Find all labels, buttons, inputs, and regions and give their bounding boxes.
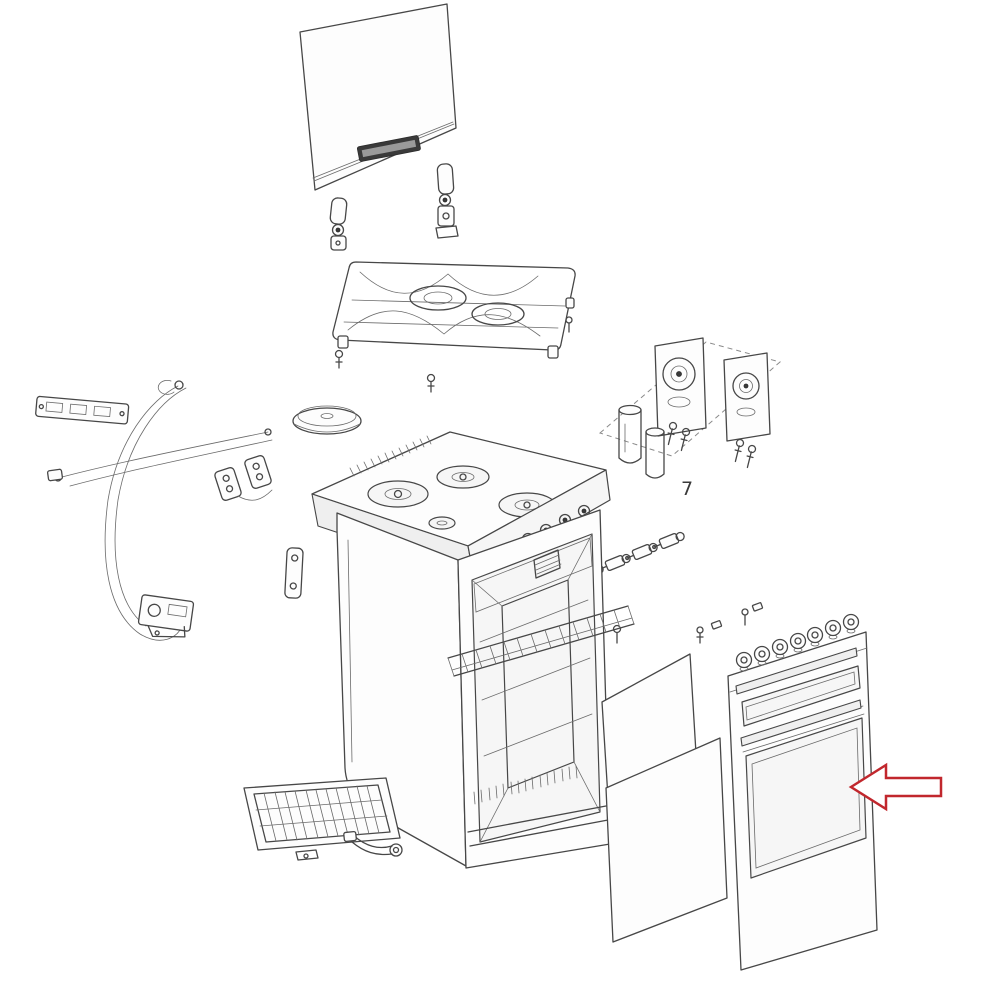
wiring-harness <box>46 428 273 487</box>
burner-recess-icon <box>367 480 429 508</box>
burner-plate-icon <box>723 352 771 442</box>
left-arrow-icon <box>848 762 943 812</box>
burner-assemblies: 7 <box>598 337 782 500</box>
grill-pan-handle-icon <box>343 830 403 857</box>
pan-support-grid <box>332 261 576 359</box>
screw-icon <box>741 608 749 626</box>
oven-cavity <box>471 533 601 843</box>
screw-icon <box>612 624 622 644</box>
highlight-arrow <box>848 762 943 812</box>
gas-injectors <box>667 421 757 469</box>
thermostat-box <box>137 594 195 638</box>
burner-recess-icon <box>436 465 490 489</box>
burner-cap <box>292 405 362 435</box>
grill-pan <box>243 777 403 861</box>
grill-burner-mesh-icon <box>533 549 562 579</box>
screw-icon <box>334 349 344 369</box>
door-control-knobs <box>735 613 860 672</box>
glass-lid <box>299 3 457 191</box>
hinge-right-icon <box>435 163 459 239</box>
oven-cabinet <box>336 509 622 869</box>
thermostat-capillary <box>104 380 187 641</box>
hinge-left-icon <box>329 197 348 251</box>
screw-icon <box>696 626 704 644</box>
part-number-label: 7 <box>681 478 693 500</box>
ignition-switches <box>214 455 273 501</box>
side-bracket <box>284 547 304 599</box>
inner-door-glass-panels <box>601 653 728 943</box>
mounting-bracket <box>35 395 130 425</box>
lid-hinges <box>329 163 459 251</box>
screw-icon <box>426 373 436 393</box>
screw-icon <box>565 316 573 333</box>
burner-plate-icon <box>654 337 707 437</box>
wire-shelf <box>447 605 635 677</box>
fixing-screws <box>334 316 573 393</box>
lid-brand-strip <box>356 135 421 162</box>
outer-door-assembly <box>727 613 878 971</box>
mixing-tubes <box>618 404 665 479</box>
door-fixing-clips <box>696 602 764 644</box>
